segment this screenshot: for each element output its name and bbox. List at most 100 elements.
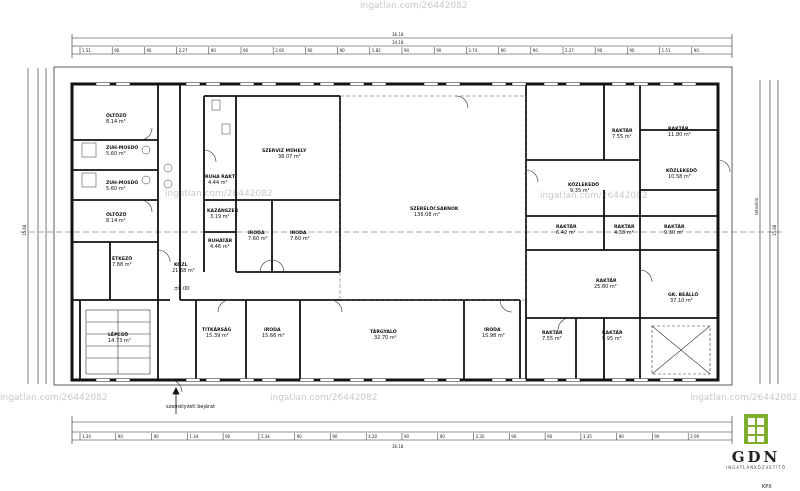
watermarks: ingatlan.com/26442082 ingatlan.com/26442… bbox=[0, 1, 798, 403]
dimension-segment-label: 90 bbox=[440, 434, 446, 439]
window bbox=[543, 82, 559, 86]
room-area: 9.95 m² bbox=[602, 336, 622, 342]
logo-tagline: INGATLANKÖZVETÍTŐ bbox=[726, 465, 786, 470]
room-name: TITKÁRSÁG bbox=[202, 326, 231, 333]
room-name: IRODA bbox=[264, 327, 281, 333]
window bbox=[299, 378, 315, 382]
dimension-segment-label: 90 bbox=[436, 48, 442, 53]
dimension-segment-label: 90 bbox=[629, 48, 635, 53]
dimension-segment-label: 1.34 bbox=[261, 434, 270, 439]
dimension-segment-label: 2.30 bbox=[476, 434, 485, 439]
room-area: 4.46 m² bbox=[210, 244, 230, 250]
dimension-segment-label: 90 bbox=[597, 48, 603, 53]
garage-opening bbox=[651, 325, 711, 375]
room-area: 4.44 m² bbox=[208, 180, 228, 186]
entrance-arrow bbox=[172, 387, 180, 414]
room-name: LÉPCSŐ bbox=[108, 330, 128, 338]
dimension-segment-label: 2.27 bbox=[565, 48, 574, 53]
dimension-segment-label: 90 bbox=[211, 48, 217, 53]
room-name: RAKTÁR bbox=[602, 329, 623, 336]
room-area: 10.58 m² bbox=[668, 174, 691, 180]
windows bbox=[95, 82, 697, 382]
window bbox=[423, 82, 439, 86]
window bbox=[491, 378, 507, 382]
dimension-segment-label: 90 bbox=[404, 48, 410, 53]
window bbox=[115, 82, 131, 86]
window bbox=[319, 378, 335, 382]
level-mark: ±0.00 bbox=[174, 286, 189, 292]
window bbox=[633, 378, 649, 382]
window bbox=[565, 378, 581, 382]
watermark: ingatlan.com/26442082 bbox=[0, 393, 108, 403]
window bbox=[543, 378, 559, 382]
room-name: RAKTÁR bbox=[614, 223, 635, 230]
room-area: 8.14 m² bbox=[106, 218, 126, 224]
window bbox=[185, 378, 201, 382]
dimension-segment-label: 1.82 bbox=[372, 48, 381, 53]
room-name: IRODA bbox=[290, 230, 307, 236]
window bbox=[115, 378, 131, 382]
room-area: 25.80 m² bbox=[594, 284, 617, 290]
window bbox=[681, 82, 697, 86]
room-area: 14.73 m² bbox=[108, 338, 131, 344]
window bbox=[565, 82, 581, 86]
roof-outline bbox=[53, 66, 733, 386]
dim-right: 15.68 bbox=[772, 224, 777, 236]
logo-brand: GDN bbox=[731, 448, 781, 466]
window bbox=[185, 82, 201, 86]
window bbox=[511, 378, 527, 382]
room-area: 38.07 m² bbox=[278, 154, 301, 160]
dimension-segment-label: 90 bbox=[297, 434, 303, 439]
room-area: 15.66 m² bbox=[262, 333, 285, 339]
room-area: 21.68 m² bbox=[172, 268, 195, 274]
room-name: RAKTÁR bbox=[612, 127, 633, 134]
staircase bbox=[85, 309, 151, 375]
dimension-segment-label: 1.34 bbox=[189, 434, 198, 439]
window bbox=[611, 378, 627, 382]
room-area: 6.42 m² bbox=[556, 230, 576, 236]
room-area: 7.55 m² bbox=[612, 134, 632, 140]
window bbox=[371, 82, 387, 86]
window bbox=[205, 378, 221, 382]
room-area: 5.60 m² bbox=[106, 186, 126, 192]
room-area: 136.08 m² bbox=[414, 212, 440, 218]
dimension-segment-label: 1.34 bbox=[82, 434, 91, 439]
outer-wall bbox=[70, 82, 720, 382]
window bbox=[611, 82, 627, 86]
corner-mark: KPX bbox=[762, 484, 772, 490]
dimension-segment-label: 90 bbox=[533, 48, 539, 53]
room-name: ÖLTÖZŐ bbox=[106, 112, 126, 119]
window bbox=[95, 82, 111, 86]
dimension-segment-label: 90 bbox=[243, 48, 249, 53]
watermark: ingatlan.com/26442082 bbox=[540, 191, 648, 201]
dimension-segment-label: 90 bbox=[146, 48, 152, 53]
room-name: KÖZLEKEDŐ bbox=[666, 167, 697, 174]
room-area: 7.60 m² bbox=[290, 236, 310, 242]
room-name: RAKTÁR bbox=[556, 223, 577, 230]
room-name: GK. BEÁLLÓ bbox=[668, 291, 699, 298]
watermark: ingatlan.com/26442082 bbox=[165, 189, 273, 199]
dimension-segment-label: 2.00 bbox=[275, 48, 284, 53]
dimension-segment-label: 3.35 bbox=[583, 434, 592, 439]
window bbox=[491, 82, 507, 86]
sanitary-fixtures bbox=[81, 99, 231, 189]
room-name: RUHATÁR bbox=[208, 237, 233, 244]
room-area: 4.38 m² bbox=[614, 230, 634, 236]
room-area: 32.70 m² bbox=[374, 335, 397, 341]
dimension-segment-label: 90 bbox=[225, 434, 231, 439]
dimension-segment-label: 1.51 bbox=[82, 48, 91, 53]
room-area: 15.39 m² bbox=[206, 333, 229, 339]
dimension-segment-label: 90 bbox=[332, 434, 338, 439]
dimension-segment-label: 90 bbox=[619, 434, 625, 439]
room-area: 9.30 m² bbox=[664, 230, 684, 236]
dimension-segment-label: 90 bbox=[154, 434, 160, 439]
room-name: IRODA bbox=[248, 230, 265, 236]
dimension-segment-label: 90 bbox=[654, 434, 660, 439]
room-name: SZERVIZ MŰHELY bbox=[262, 147, 307, 154]
room-area: 3.19 m² bbox=[210, 214, 230, 220]
hall-area bbox=[339, 95, 527, 301]
window bbox=[349, 378, 365, 382]
window bbox=[299, 82, 315, 86]
